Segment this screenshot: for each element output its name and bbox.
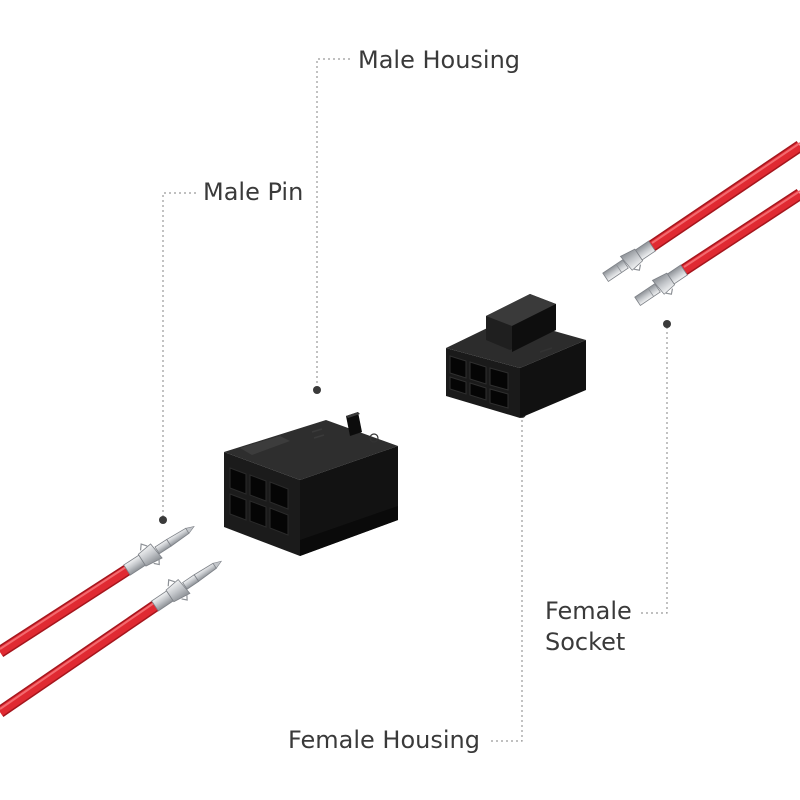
leader-line-male-pin <box>162 192 196 520</box>
female-housing <box>446 294 586 418</box>
female-socket-label-line-2: Socket <box>545 628 626 656</box>
leader-dot-male-pin <box>159 516 167 524</box>
male-pin-terminal-2 <box>151 560 223 612</box>
female-socket-label-line-1: Female <box>545 597 632 625</box>
female-socket-wire-1 <box>648 141 800 251</box>
female-socket-label: Female Socket <box>545 596 632 658</box>
female-housing-label: Female Housing <box>288 726 480 754</box>
female-socket-wire-2 <box>680 188 800 276</box>
leader-line-female-housing <box>491 414 523 742</box>
male-pin-label: Male Pin <box>203 178 304 206</box>
leader-line-female-socket <box>641 324 668 614</box>
male-pin-terminal-1 <box>123 525 195 576</box>
female-socket-terminal-2 <box>634 264 688 307</box>
male-housing-label: Male Housing <box>358 46 521 74</box>
female-socket-terminal-1 <box>602 240 656 283</box>
leader-lines <box>162 58 668 742</box>
male-pin-wire-2 <box>0 601 159 717</box>
leader-line-male-housing <box>316 58 350 390</box>
leader-dot-male-housing <box>313 386 321 394</box>
male-housing <box>224 412 398 556</box>
male-pin-wire-1 <box>0 564 131 658</box>
leader-dot-female-socket <box>663 320 671 328</box>
